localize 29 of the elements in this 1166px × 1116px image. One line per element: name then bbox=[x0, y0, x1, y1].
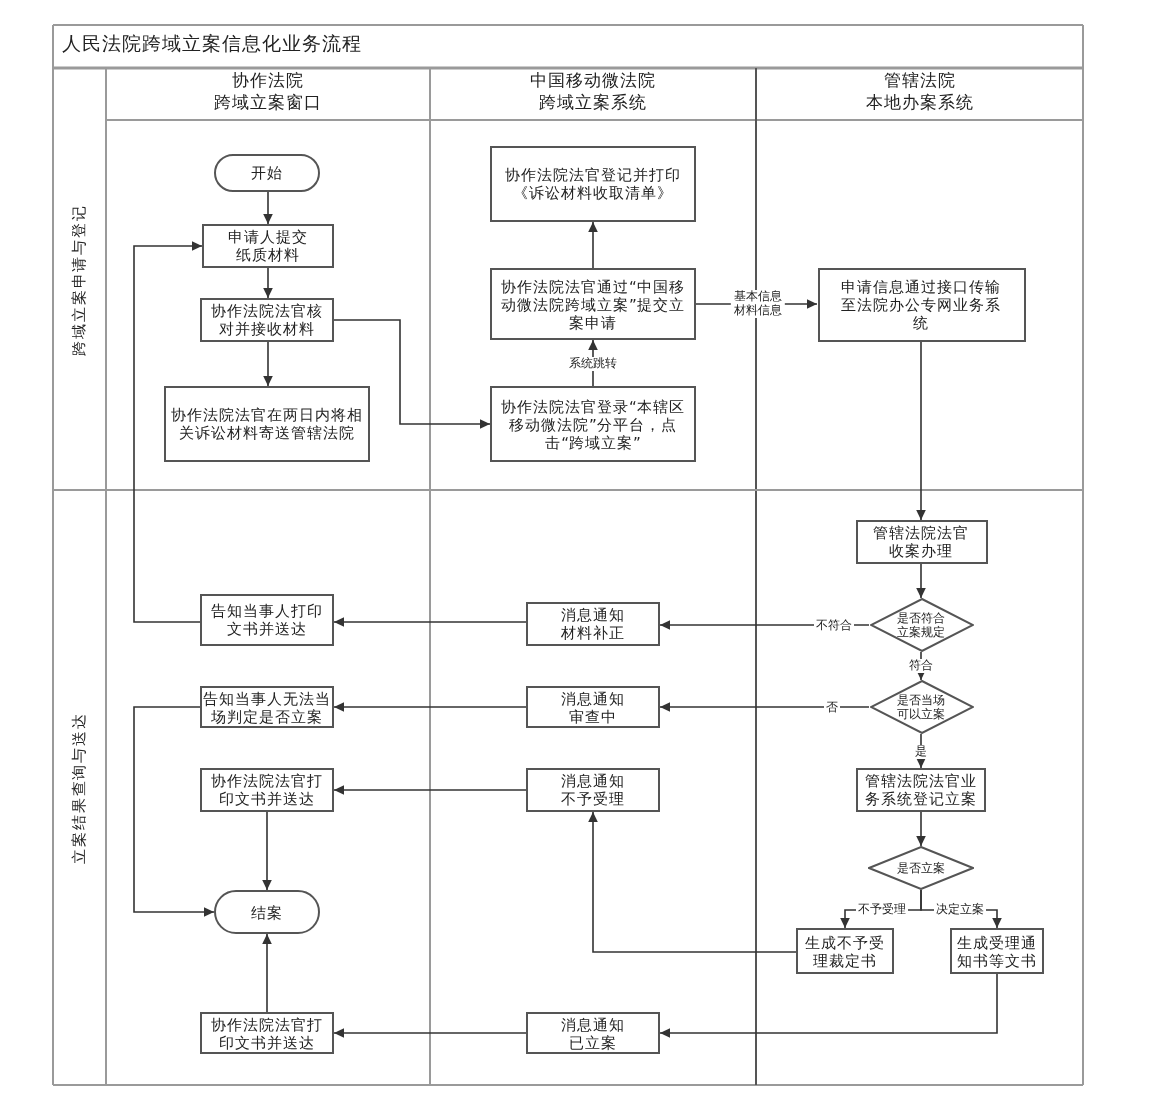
arrow bbox=[916, 651, 926, 681]
arrow bbox=[916, 733, 926, 769]
arrow bbox=[695, 299, 818, 309]
arrow bbox=[588, 221, 598, 269]
diagram-title: 人民法院跨域立案信息化业务流程 bbox=[62, 34, 362, 58]
arrow bbox=[588, 811, 797, 953]
lane-header: 管辖法院 本地办案系统 bbox=[866, 72, 974, 116]
arrow bbox=[333, 785, 527, 795]
arrow bbox=[916, 341, 926, 521]
arrow bbox=[262, 933, 272, 1013]
arrow bbox=[333, 1028, 527, 1038]
arrow bbox=[133, 241, 203, 623]
arrow bbox=[659, 620, 870, 630]
arrow bbox=[916, 811, 926, 847]
arrow bbox=[133, 706, 215, 917]
arrow bbox=[333, 319, 491, 429]
arrow bbox=[263, 341, 273, 387]
arrow bbox=[333, 617, 527, 627]
arrow bbox=[920, 889, 1002, 929]
lane-header: 协作法院 跨域立案窗口 bbox=[214, 72, 322, 116]
arrow bbox=[263, 267, 273, 299]
arrow bbox=[262, 811, 272, 891]
arrow bbox=[263, 191, 273, 225]
lane-header: 中国移动微法院 跨域立案系统 bbox=[530, 72, 656, 116]
arrow bbox=[659, 973, 998, 1038]
arrow bbox=[333, 702, 527, 712]
arrow bbox=[916, 563, 926, 599]
arrow bbox=[659, 702, 870, 712]
arrow bbox=[588, 339, 598, 387]
